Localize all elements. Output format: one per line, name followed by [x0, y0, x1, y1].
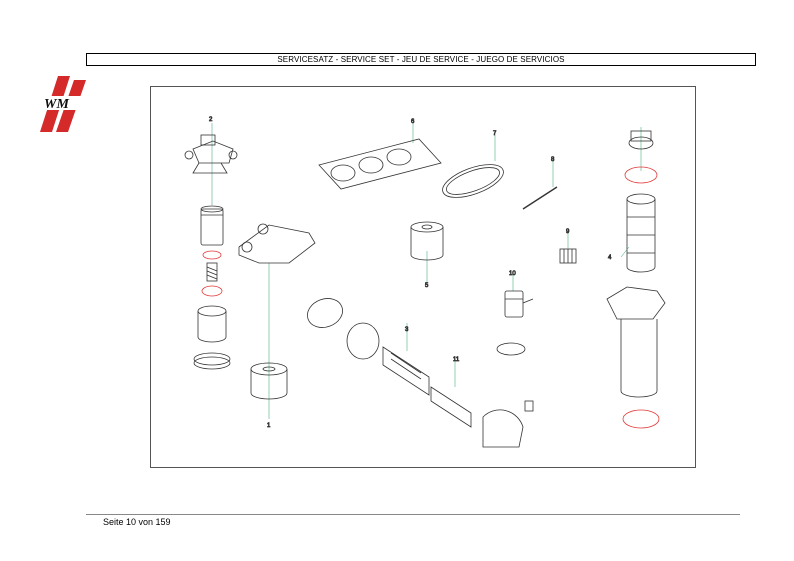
part-6-head-gasket: [318, 123, 442, 190]
part-10-inline-fuel-filter: [496, 275, 534, 356]
exploded-parts-drawing: 2 1 3 4 5 6 7 8 9 10 11: [150, 86, 696, 468]
part-1-oil-filter-assembly: [238, 223, 316, 419]
callout-6: 6: [411, 119, 415, 125]
callout-7: 7: [493, 131, 497, 137]
callout-9: 9: [566, 229, 570, 235]
svg-text:WM: WM: [44, 97, 69, 112]
wm-logo-icon: WM: [40, 76, 86, 132]
part-2-fuel-filter-assembly: [184, 123, 238, 370]
callout-8: 8: [551, 157, 555, 163]
part-7-oval-gasket: [442, 133, 504, 198]
footer-divider: [86, 514, 740, 515]
callout-1: 1: [267, 423, 271, 429]
callout-10: 10: [509, 271, 516, 277]
part-4-hydraulic-filter-assembly: [606, 127, 666, 429]
page-title: SERVICESATZ - SERVICE SET - JEU DE SERVI…: [86, 53, 756, 66]
part-9-strainer: [559, 233, 577, 264]
part-3-air-filter-assembly: [307, 298, 534, 448]
callout-5: 5: [425, 283, 429, 289]
callout-4: 4: [608, 255, 612, 261]
callout-11: 11: [453, 357, 460, 363]
page-number: Seite 10 von 159: [103, 517, 171, 527]
callout-3: 3: [405, 327, 409, 333]
part-5-oil-filter: [410, 221, 444, 283]
callout-2: 2: [209, 117, 213, 123]
part-8-rod: [522, 161, 558, 210]
